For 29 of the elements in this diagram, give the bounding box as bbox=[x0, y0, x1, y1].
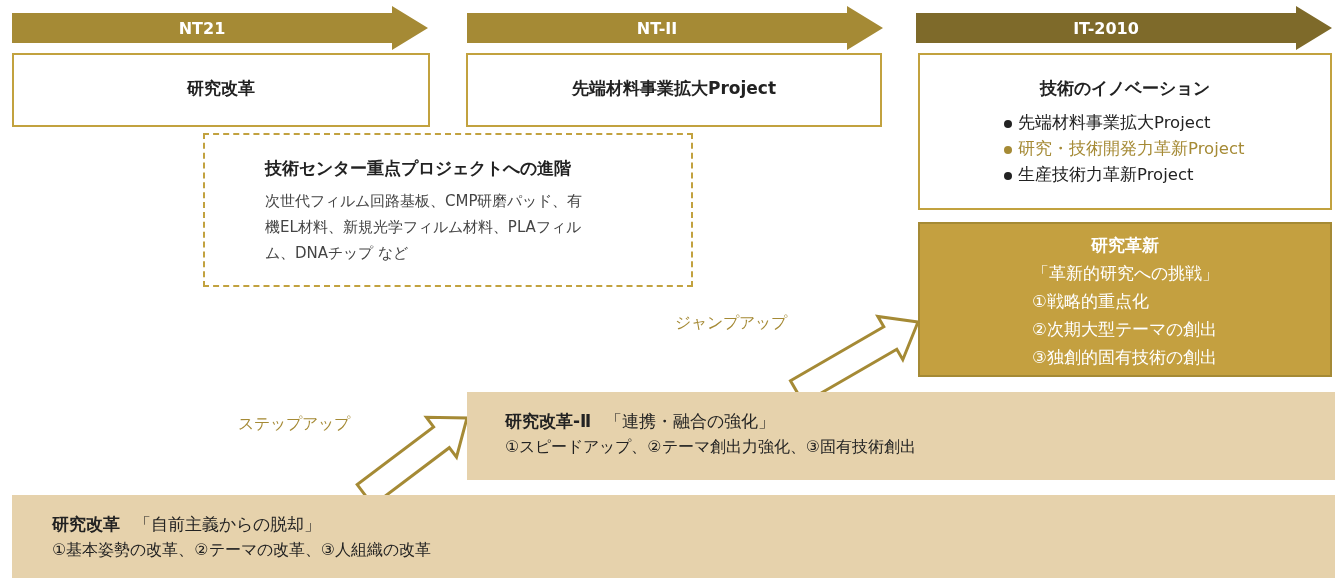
box-text: ①戦略的重点化 bbox=[1032, 291, 1149, 313]
band-title: 研究改革-Ⅱ bbox=[505, 411, 592, 431]
band-subtitle: 「自前主義からの脱却」 bbox=[134, 514, 321, 534]
phase-label: NT-II bbox=[636, 18, 678, 38]
box-title: 研究革新 bbox=[1091, 235, 1159, 257]
box-title: 技術のイノベーション bbox=[1040, 77, 1210, 100]
band-text: ①スピードアップ、②テーマ創出力強化、③固有技術創出 bbox=[505, 437, 917, 458]
box-text: 次世代フィルム回路基板、CMP研磨パッド、有機EL材料、新規光学フィルム材料、PLAフィルム、DNAチップ など bbox=[265, 191, 584, 264]
phase-box bbox=[918, 53, 1332, 210]
phase-box bbox=[466, 53, 882, 127]
band-subtitle: 「連携・融合の強化」 bbox=[605, 411, 776, 431]
step-band bbox=[12, 495, 1335, 578]
step-band bbox=[467, 392, 1335, 480]
highlight-box bbox=[918, 222, 1332, 377]
phase-label: NT21 bbox=[178, 18, 226, 38]
bullet-item: 研究・技術開発力革新Project bbox=[1018, 138, 1245, 160]
phase-box bbox=[12, 53, 430, 127]
box-title: 先端材料事業拡大Project bbox=[571, 77, 777, 100]
bullet-item: 先端材料事業拡大Project bbox=[1018, 112, 1211, 134]
box-title: 技術センター重点プロジェクトへの進階 bbox=[265, 157, 571, 180]
project-box bbox=[203, 133, 693, 287]
bullet-item: 生産技術力革新Project bbox=[1018, 164, 1194, 186]
box-text: 「革新的研究への挑戦」 bbox=[1031, 263, 1219, 285]
box-text: ③独創的固有技術の創出 bbox=[1032, 347, 1217, 369]
box-text: ②次期大型テーマの創出 bbox=[1032, 319, 1217, 341]
band-title: 研究改革 bbox=[52, 514, 120, 534]
band-text: ①基本姿勢の改革、②テーマの改革、③人組織の改革 bbox=[52, 540, 432, 561]
box-title: 研究改革 bbox=[187, 77, 255, 100]
phase-label: IT-2010 bbox=[1073, 18, 1139, 38]
